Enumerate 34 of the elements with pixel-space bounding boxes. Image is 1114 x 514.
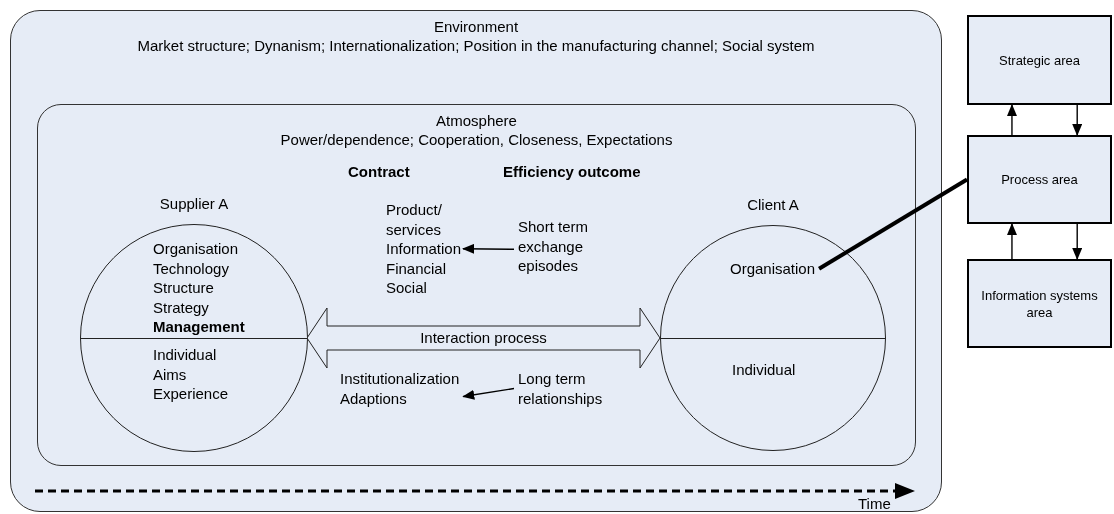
contract-list: Institutionalization Adaptions [340, 369, 460, 408]
arrow [1072, 223, 1083, 260]
area-box [967, 259, 1112, 348]
arrow-label: Interaction process [419, 328, 548, 347]
outcome-text: Short term exchange episodes [518, 217, 603, 276]
arrow [1006, 104, 1017, 136]
panel-title: Environment [433, 17, 519, 36]
connector-line [818, 177, 969, 271]
arrow [1006, 223, 1017, 260]
column-heading: Efficiency outcome [503, 162, 641, 181]
panel-description: Power/dependence; Cooperation, Closeness, Expectations [280, 130, 673, 149]
party-heading: Client A [746, 194, 800, 215]
panel-description: Market structure; Dynanism; Internationalization; Position in the manufacturing channel; Social system [137, 36, 815, 55]
axis-label: Time [858, 494, 891, 513]
attribute-list: Organisation Technology Structure Strategy Management [153, 239, 245, 337]
attribute-list: Individual [732, 360, 796, 380]
interaction-double-arrow [307, 308, 660, 368]
arrow [462, 243, 515, 254]
column-heading: Contract [348, 162, 410, 181]
outcome-text: Long term relationships [518, 369, 618, 408]
environment-panel [10, 10, 942, 512]
area-box [967, 15, 1112, 105]
box-label: Information systems area [980, 286, 1099, 321]
contract-list: Product/ services Information Financial Social [386, 200, 462, 298]
panel-title: Atmosphere [436, 111, 517, 130]
attribute-list: Individual Aims Experience [153, 345, 229, 404]
arrow [462, 387, 515, 400]
atmosphere-panel [37, 104, 916, 466]
organisation-text: Organisation [730, 259, 816, 279]
area-box [967, 135, 1112, 224]
box-label: Strategic area [999, 51, 1080, 69]
arrow [1072, 104, 1083, 136]
box-label: Process area [1001, 171, 1078, 188]
party-heading: Supplier A [158, 193, 230, 214]
